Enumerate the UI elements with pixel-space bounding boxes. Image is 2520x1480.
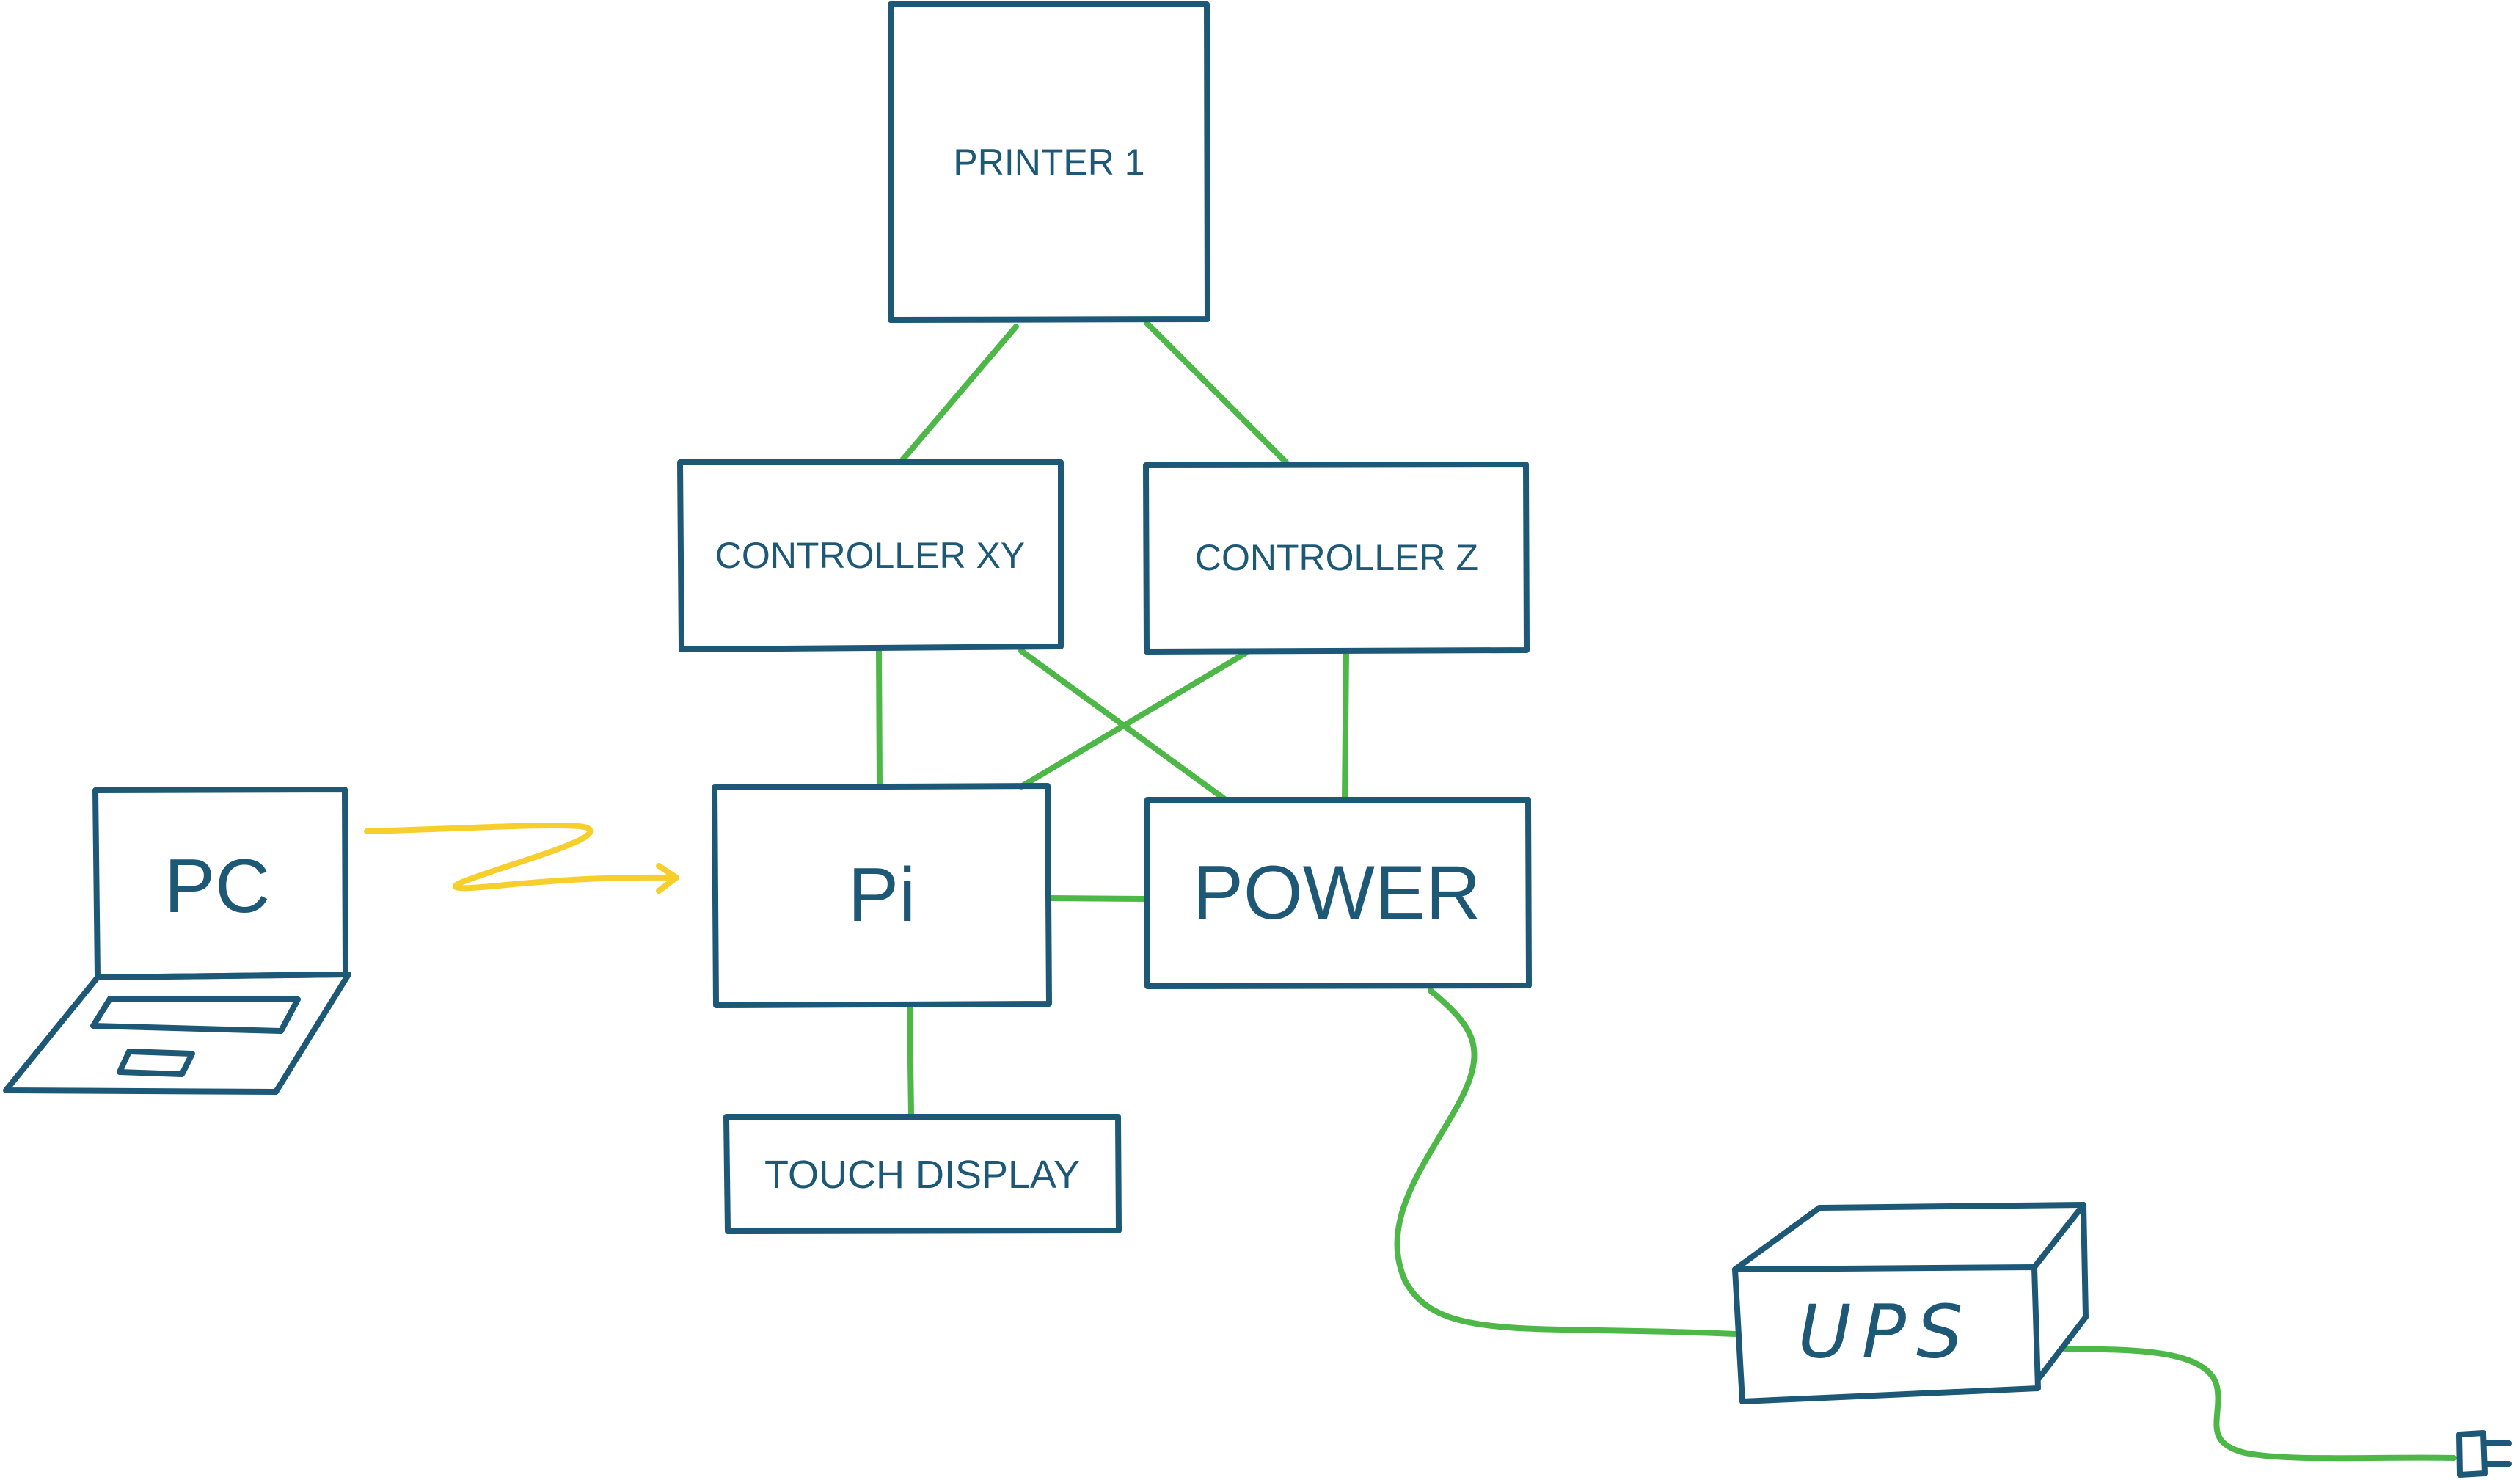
connection-printer-to-controller-xy	[899, 324, 1019, 463]
node-ups: UPS	[1732, 1202, 2089, 1404]
controller-xy-box	[677, 459, 1064, 652]
connections	[876, 320, 2457, 1462]
wireless-link	[364, 822, 679, 894]
pc-label: PC	[164, 844, 270, 929]
controller-xy-label: CONTROLLER XY	[715, 535, 1025, 576]
laptop-keyboard	[90, 996, 301, 1034]
controller-z-box	[1143, 462, 1530, 655]
plug-body	[2456, 1430, 2488, 1478]
connection-controller-z-to-pi	[1018, 650, 1249, 790]
ups-top-face	[1732, 1202, 2086, 1272]
printer-1-label: PRINTER 1	[953, 142, 1144, 183]
laptop-icon	[3, 787, 351, 1095]
ups-side-face	[2035, 1202, 2089, 1382]
wireless-connection-pc-to-pi	[364, 822, 676, 892]
ups-box-icon	[1732, 1202, 2089, 1404]
connection-ups-to-mains	[2062, 1346, 2457, 1462]
node-controller-z: CONTROLLER Z	[1143, 462, 1530, 655]
ups-label: UPS	[1798, 1289, 1973, 1375]
power-label: POWER	[1193, 850, 1481, 936]
node-pi: Pi	[712, 783, 1052, 1008]
connection-pi-to-power	[1046, 895, 1149, 902]
touch-display-box	[723, 1114, 1122, 1234]
laptop-base	[3, 972, 351, 1095]
arrowhead-icon	[656, 863, 679, 894]
laptop-trackpad	[117, 1049, 195, 1077]
connection-power-to-ups	[1394, 988, 1738, 1337]
node-controller-xy: CONTROLLER XY	[677, 459, 1064, 652]
connection-pi-to-touch-display	[907, 1005, 914, 1118]
node-power: POWER	[1144, 797, 1532, 989]
controller-z-label: CONTROLLER Z	[1195, 537, 1478, 578]
power-box	[1144, 797, 1532, 989]
ups-front-face	[1732, 1264, 2041, 1404]
pi-box	[712, 783, 1052, 1008]
power-plug-icon	[2456, 1430, 2512, 1478]
node-touch-display: TOUCH DISPLAY	[723, 1114, 1122, 1234]
pi-label: Pi	[848, 853, 916, 938]
node-printer-1: PRINTER 1	[888, 1, 1210, 323]
printer-1-box	[888, 1, 1210, 323]
touch-display-label: TOUCH DISPLAY	[764, 1153, 1080, 1197]
node-pc: PC	[3, 787, 351, 1095]
connection-controller-z-to-power	[1342, 650, 1349, 801]
connection-controller-xy-to-pi	[876, 646, 883, 790]
connection-printer-to-controller-z	[1144, 320, 1289, 465]
